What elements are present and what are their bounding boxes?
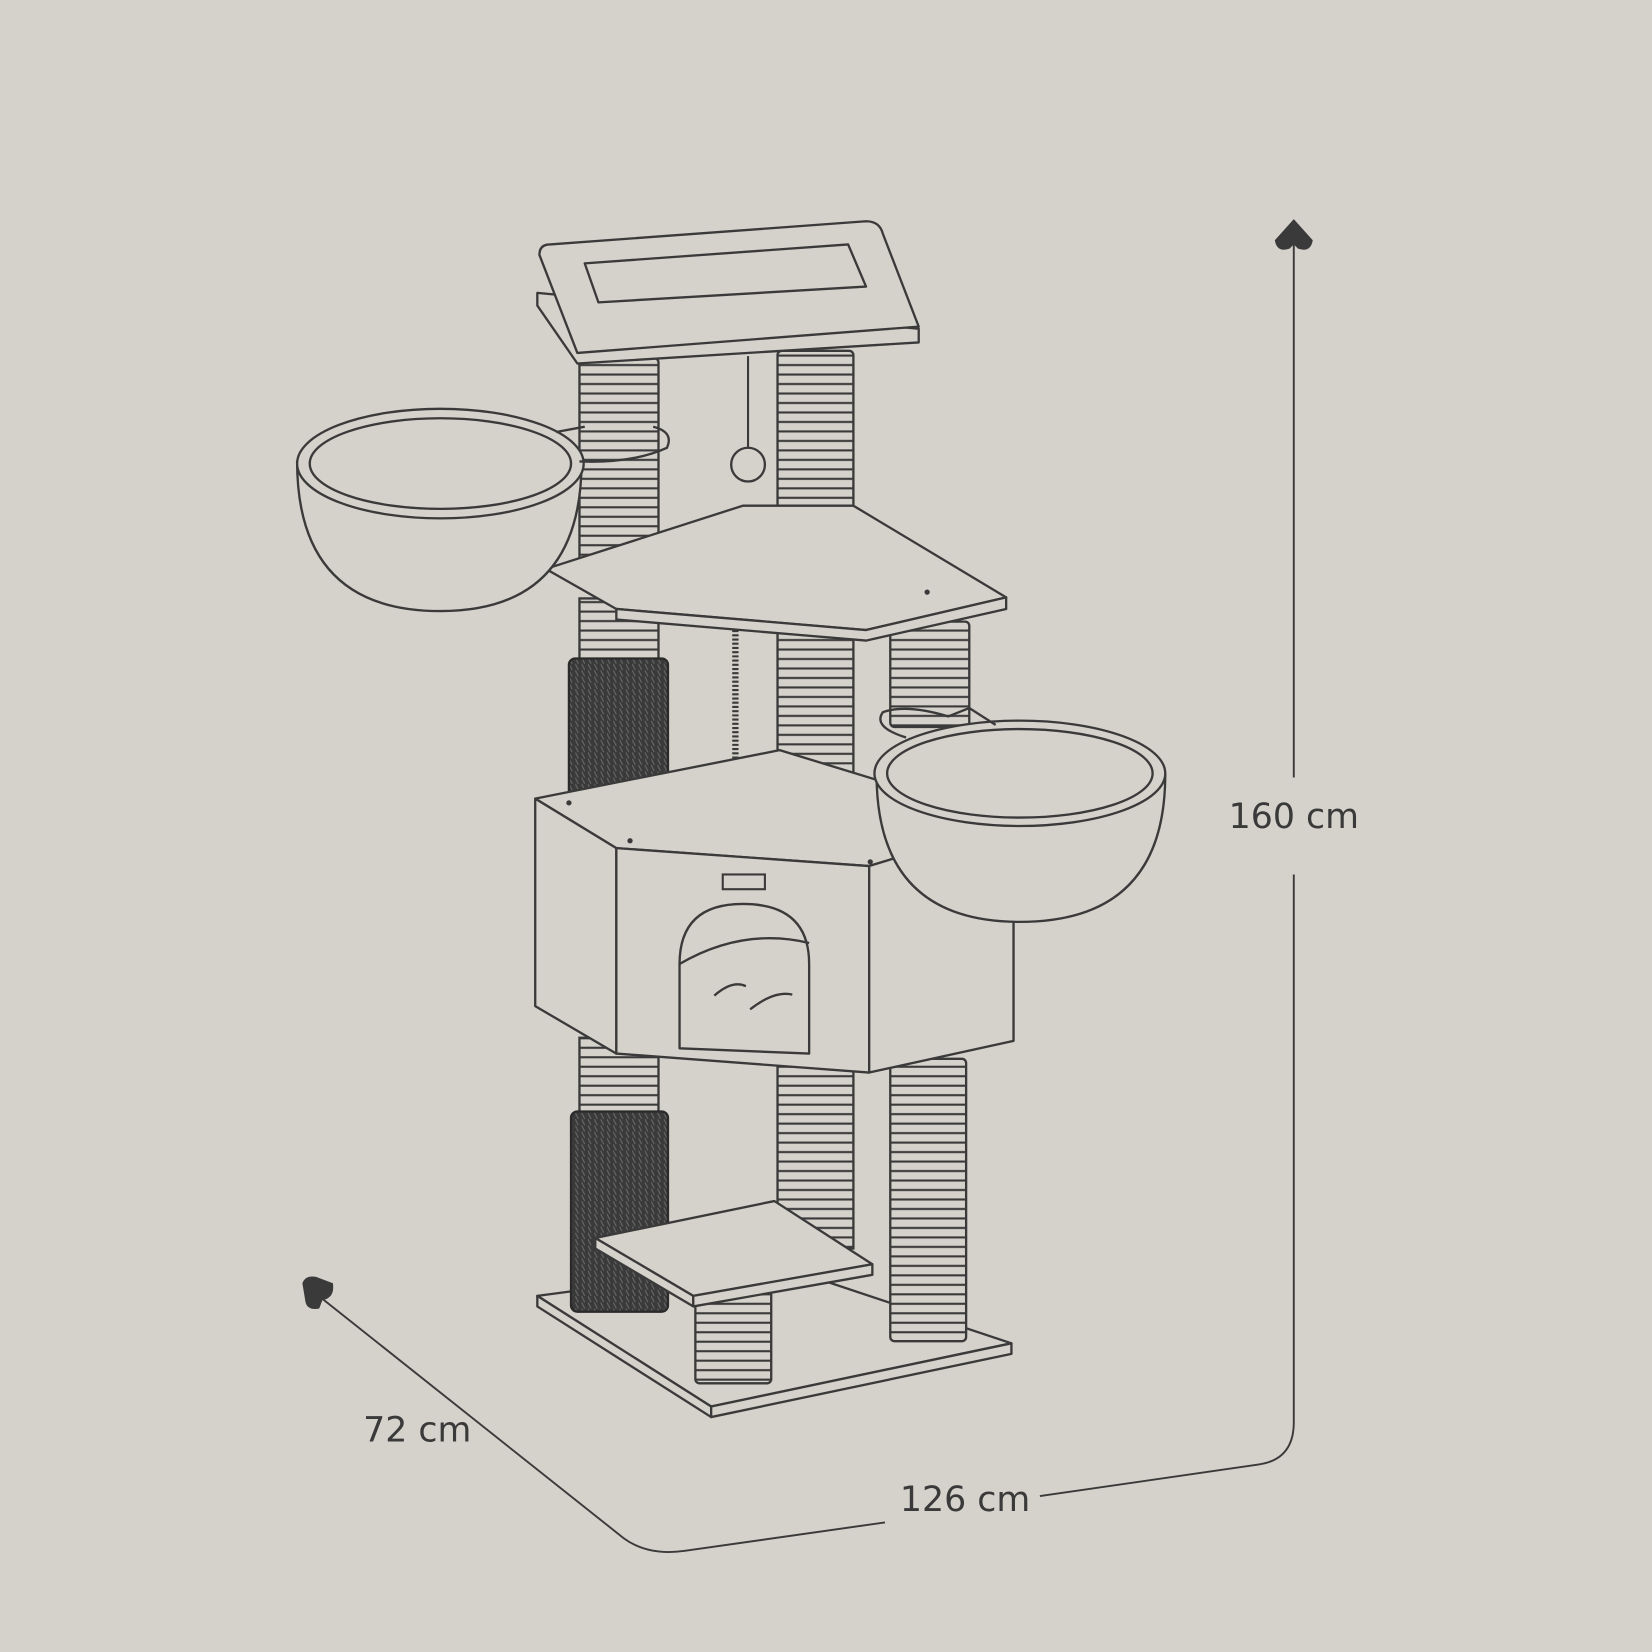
cat-condo <box>534 748 1015 1074</box>
step-platform <box>594 1199 874 1308</box>
middle-platform <box>544 504 1008 642</box>
width-label: 126 cm <box>900 1480 1030 1520</box>
top-perch <box>536 220 920 365</box>
hanging-ball-toy <box>730 446 767 483</box>
left-basket <box>295 407 670 613</box>
right-basket <box>873 706 1167 924</box>
height-label: 160 cm <box>1229 797 1359 837</box>
width-dimension-line <box>320 1297 886 1554</box>
arrow-head-icon <box>302 1276 334 1309</box>
brand-logo <box>721 873 766 891</box>
arrow-head-icon <box>1274 219 1313 250</box>
scratching-post <box>889 1057 968 1343</box>
depth-label: 72 cm <box>363 1410 471 1450</box>
height-dimension: 160 cm <box>1039 219 1359 1498</box>
